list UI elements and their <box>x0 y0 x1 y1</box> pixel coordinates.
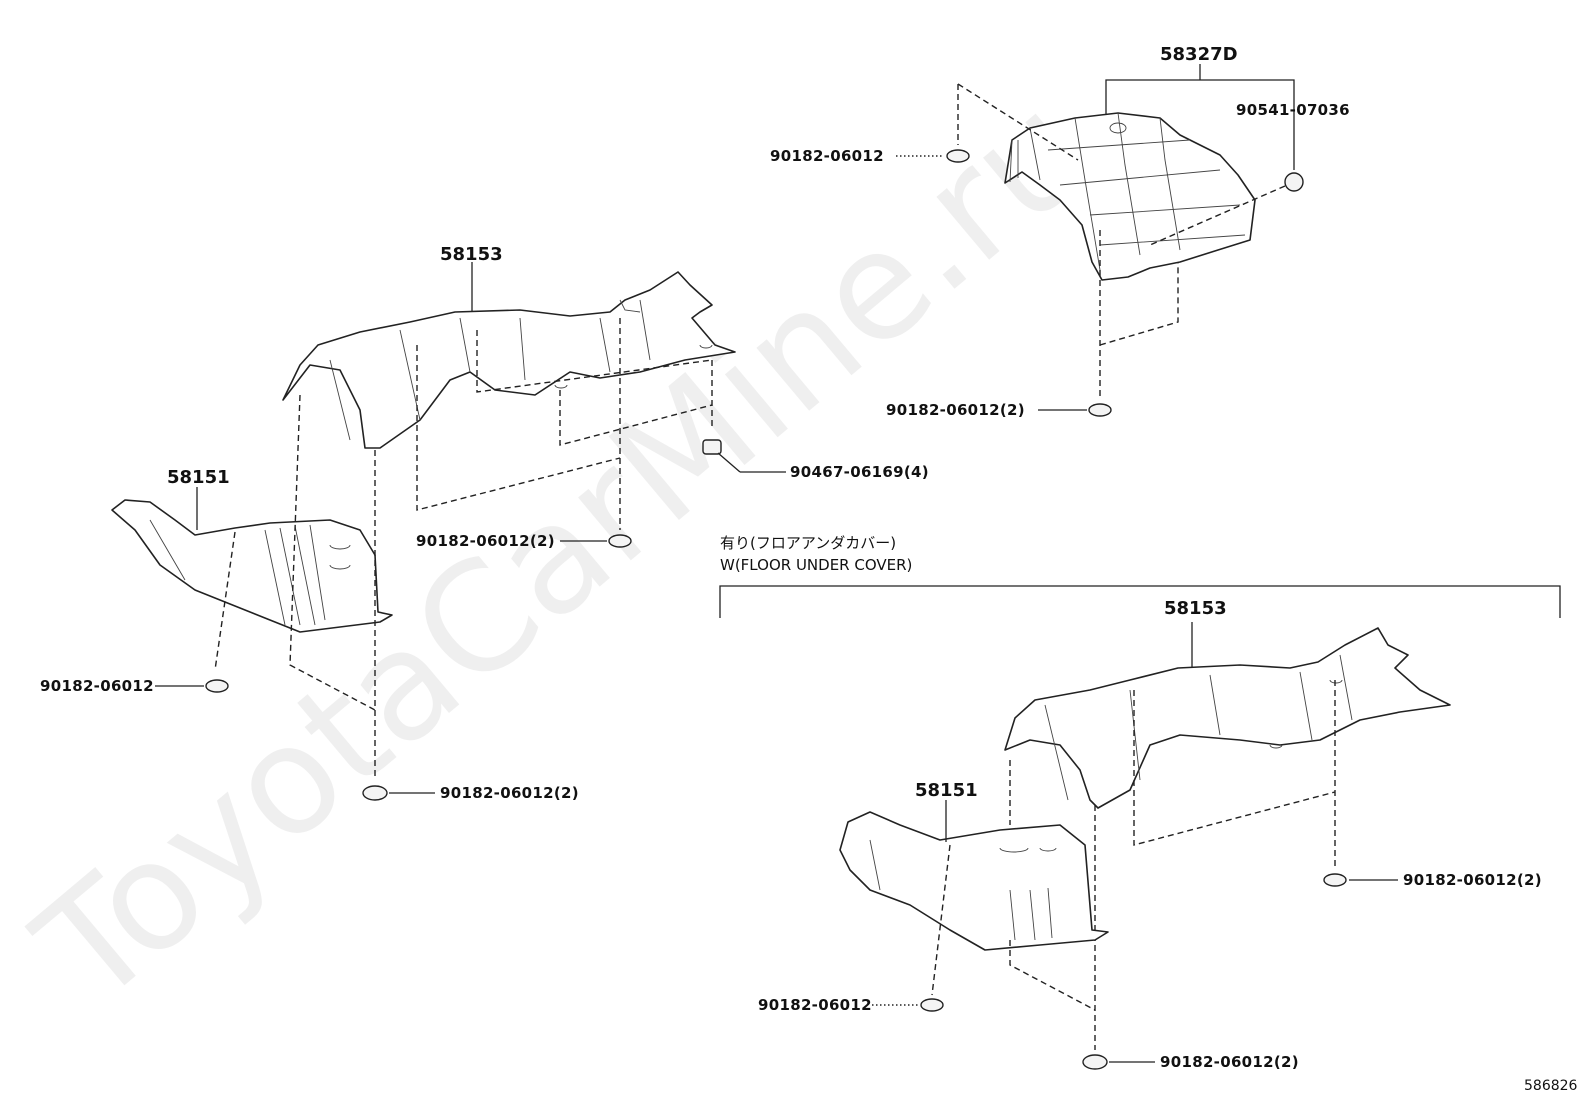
clip-left-side <box>205 679 229 693</box>
label-left-clip-bottom: 90182-06012(2) <box>440 784 579 802</box>
heat-insulator-58153-right <box>1004 627 1451 809</box>
grommet-90541 <box>1284 172 1304 192</box>
heat-insulator-58151-left <box>111 499 393 633</box>
label-58153-right: 58153 <box>1164 598 1227 619</box>
label-top-clip-bottom: 90182-06012(2) <box>886 401 1025 419</box>
label-right-clip-right: 90182-06012(2) <box>1403 871 1542 889</box>
clip-left-mid <box>608 534 632 548</box>
label-90541-07036: 90541-07036 <box>1236 101 1350 119</box>
clip-top-bottom <box>1088 403 1112 417</box>
heat-insulator-58151-right <box>839 811 1109 951</box>
dash-grommet <box>1149 185 1286 246</box>
clip-top <box>946 149 970 163</box>
condition-label-jp: 有り(フロアアンダカバー) <box>720 534 896 552</box>
label-58153-left: 58153 <box>440 244 503 265</box>
label-left-clip-mid: 90182-06012(2) <box>416 532 555 550</box>
condition-label-en: W(FLOOR UNDER COVER) <box>720 556 912 574</box>
clip-right-bottom <box>1082 1054 1108 1070</box>
nut-90467 <box>702 439 722 455</box>
label-left-clip-side: 90182-06012 <box>40 677 154 695</box>
clip-right-right <box>1323 873 1347 887</box>
clip-right-side <box>920 998 944 1012</box>
label-top-clip: 90182-06012 <box>770 147 884 165</box>
label-right-clip-bottom: 90182-06012(2) <box>1160 1053 1299 1071</box>
label-58151-left: 58151 <box>167 467 230 488</box>
clip-left-bottom <box>362 785 388 801</box>
heat-insulator-58327d <box>1004 112 1256 281</box>
label-58327d: 58327D <box>1160 44 1238 65</box>
reference-code: 586826 <box>1524 1078 1578 1094</box>
label-right-clip-side: 90182-06012 <box>758 996 872 1014</box>
label-nut-90467: 90467-06169(4) <box>790 463 929 481</box>
label-58151-right: 58151 <box>915 780 978 801</box>
heat-insulator-58153-left <box>282 271 736 449</box>
condition-bracket <box>719 585 1561 618</box>
